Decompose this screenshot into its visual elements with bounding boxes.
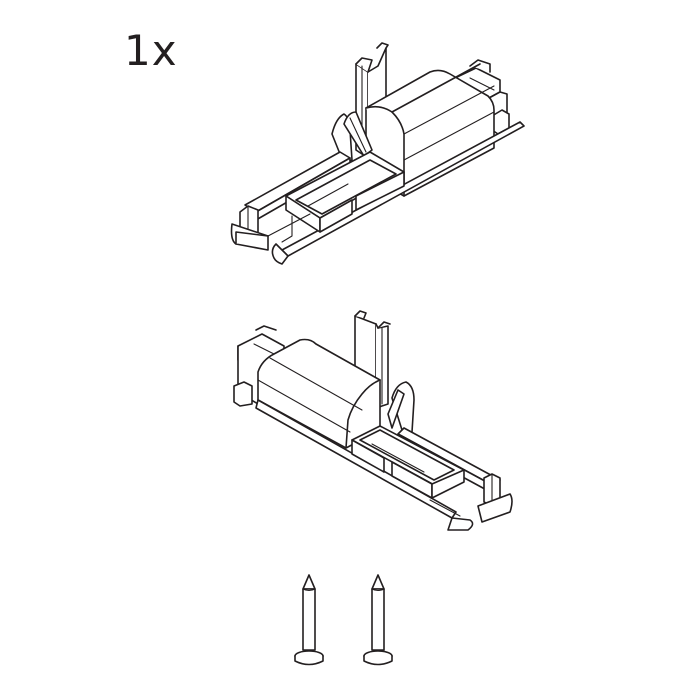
connector-2 [233, 310, 513, 531]
screw-2 [363, 574, 393, 666]
screw-1 [294, 574, 324, 666]
connector-1 [230, 42, 525, 265]
quantity-label: 1x [124, 26, 178, 75]
